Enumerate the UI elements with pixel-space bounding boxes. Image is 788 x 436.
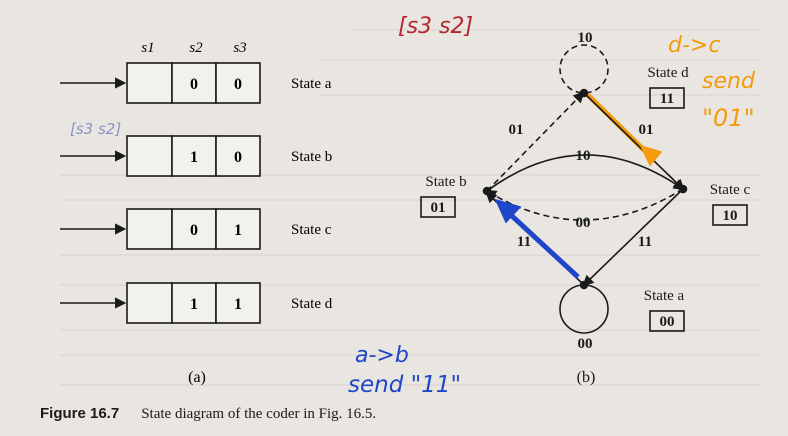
col-header-s3: s3: [233, 40, 246, 56]
register-cell-s3: [215, 208, 261, 250]
state-a-name: State a: [644, 288, 685, 304]
register-bit-s3: 0: [234, 149, 242, 166]
register-bit-s2: 0: [190, 222, 198, 239]
register-row: 1 1 State d: [60, 282, 333, 324]
col-header-s1: s1: [141, 40, 154, 56]
label-b-to-d: 01: [509, 122, 524, 138]
state-a-code: 00: [660, 314, 675, 330]
label-a-to-b: 11: [517, 234, 531, 250]
register-cell-s1: [126, 62, 173, 104]
state-a-code-box: [649, 310, 685, 332]
edge-a-to-b-highlight: [510, 214, 580, 279]
edge-b-to-d: [486, 91, 585, 192]
register-row: 1 0 State b: [60, 135, 332, 177]
state-b-name: State b: [425, 174, 466, 190]
register-cell-s1: [126, 208, 173, 250]
panel-a-label: (a): [188, 369, 206, 386]
register-cell-s3: [215, 135, 261, 177]
register-row: 0 1 State c: [60, 208, 332, 250]
caption-text: State diagram of the coder in Fig. 16.5.: [141, 406, 377, 422]
state-b-code-box: [420, 196, 456, 218]
annotation-top-red: [s3 s2]: [398, 14, 473, 39]
register-row: 0 0 State a: [60, 62, 332, 104]
label-c-to-a: 11: [638, 234, 652, 250]
edge-d-self-loop: [559, 44, 609, 94]
register-bit-s2: 1: [190, 296, 198, 313]
state-c-name: State c: [710, 182, 751, 198]
register-cell-s3: [215, 62, 261, 104]
orange-arrowhead: [639, 144, 663, 167]
state-d-name: State d: [647, 65, 689, 81]
edge-d-to-c: [583, 92, 685, 191]
panel-b-label: (b): [577, 369, 596, 386]
register-bit-s2: 1: [190, 149, 198, 166]
label-a-self: 00: [578, 336, 593, 352]
annotation-orange-3: "01": [702, 104, 755, 132]
node-state-c: [678, 184, 688, 194]
state-d-code: 11: [660, 91, 674, 107]
node-state-a: [579, 280, 589, 290]
edge-a-self-loop: [559, 284, 609, 334]
register-cell-s1: [126, 282, 173, 324]
annotation-orange-2: send: [702, 69, 756, 94]
register-cell-s2: [171, 282, 217, 324]
register-bit-s2: 0: [190, 76, 198, 93]
handwritten-annotations: [s3 s2] [s3 s2] d->c send "01" a->b send…: [70, 14, 756, 398]
state-b-code: 01: [431, 200, 446, 216]
register-bit-s3: 1: [234, 296, 242, 313]
register-state-label: State c: [291, 222, 332, 238]
state-d-code-box: [649, 87, 685, 109]
label-d-to-c: 01: [639, 122, 654, 138]
annotation-orange-1: d->c: [668, 33, 720, 58]
state-c-code: 10: [723, 208, 738, 224]
node-state-b: [482, 186, 492, 196]
node-state-d: [579, 88, 589, 98]
register-state-label: State a: [291, 76, 332, 92]
blue-arrowhead: [494, 198, 522, 224]
label-c-to-b: 00: [576, 215, 591, 231]
state-labels: State d 11 State b 01 State c 10 State a…: [420, 65, 751, 386]
col-header-s2: s2: [189, 40, 203, 56]
annotation-left-blue: [s3 s2]: [70, 120, 121, 138]
annotation-blue-1: a->b: [355, 343, 409, 368]
register-bit-s3: 1: [234, 222, 242, 239]
label-d-self: 10: [578, 30, 593, 46]
edge-labels: 10 01 01 10 00 11 11 00: [509, 30, 654, 352]
register-cell-s2: [171, 208, 217, 250]
panel-b: [482, 44, 688, 334]
state-c-code-box: [712, 204, 748, 226]
figure-number: Figure 16.7: [40, 405, 120, 422]
register-state-label: State d: [291, 296, 333, 312]
register-cell-s1: [126, 135, 173, 177]
figure-caption: Figure 16.7 State diagram of the coder in…: [40, 405, 376, 423]
edge-c-to-a: [582, 188, 684, 287]
label-b-to-c: 10: [576, 148, 591, 164]
edge-b-to-c: [486, 154, 685, 192]
register-cell-s2: [171, 135, 217, 177]
register-bit-s3: 0: [234, 76, 242, 93]
register-state-label: State b: [291, 149, 332, 165]
register-cell-s3: [215, 282, 261, 324]
register-cell-s2: [171, 62, 217, 104]
annotation-blue-2: send "11": [348, 372, 461, 398]
